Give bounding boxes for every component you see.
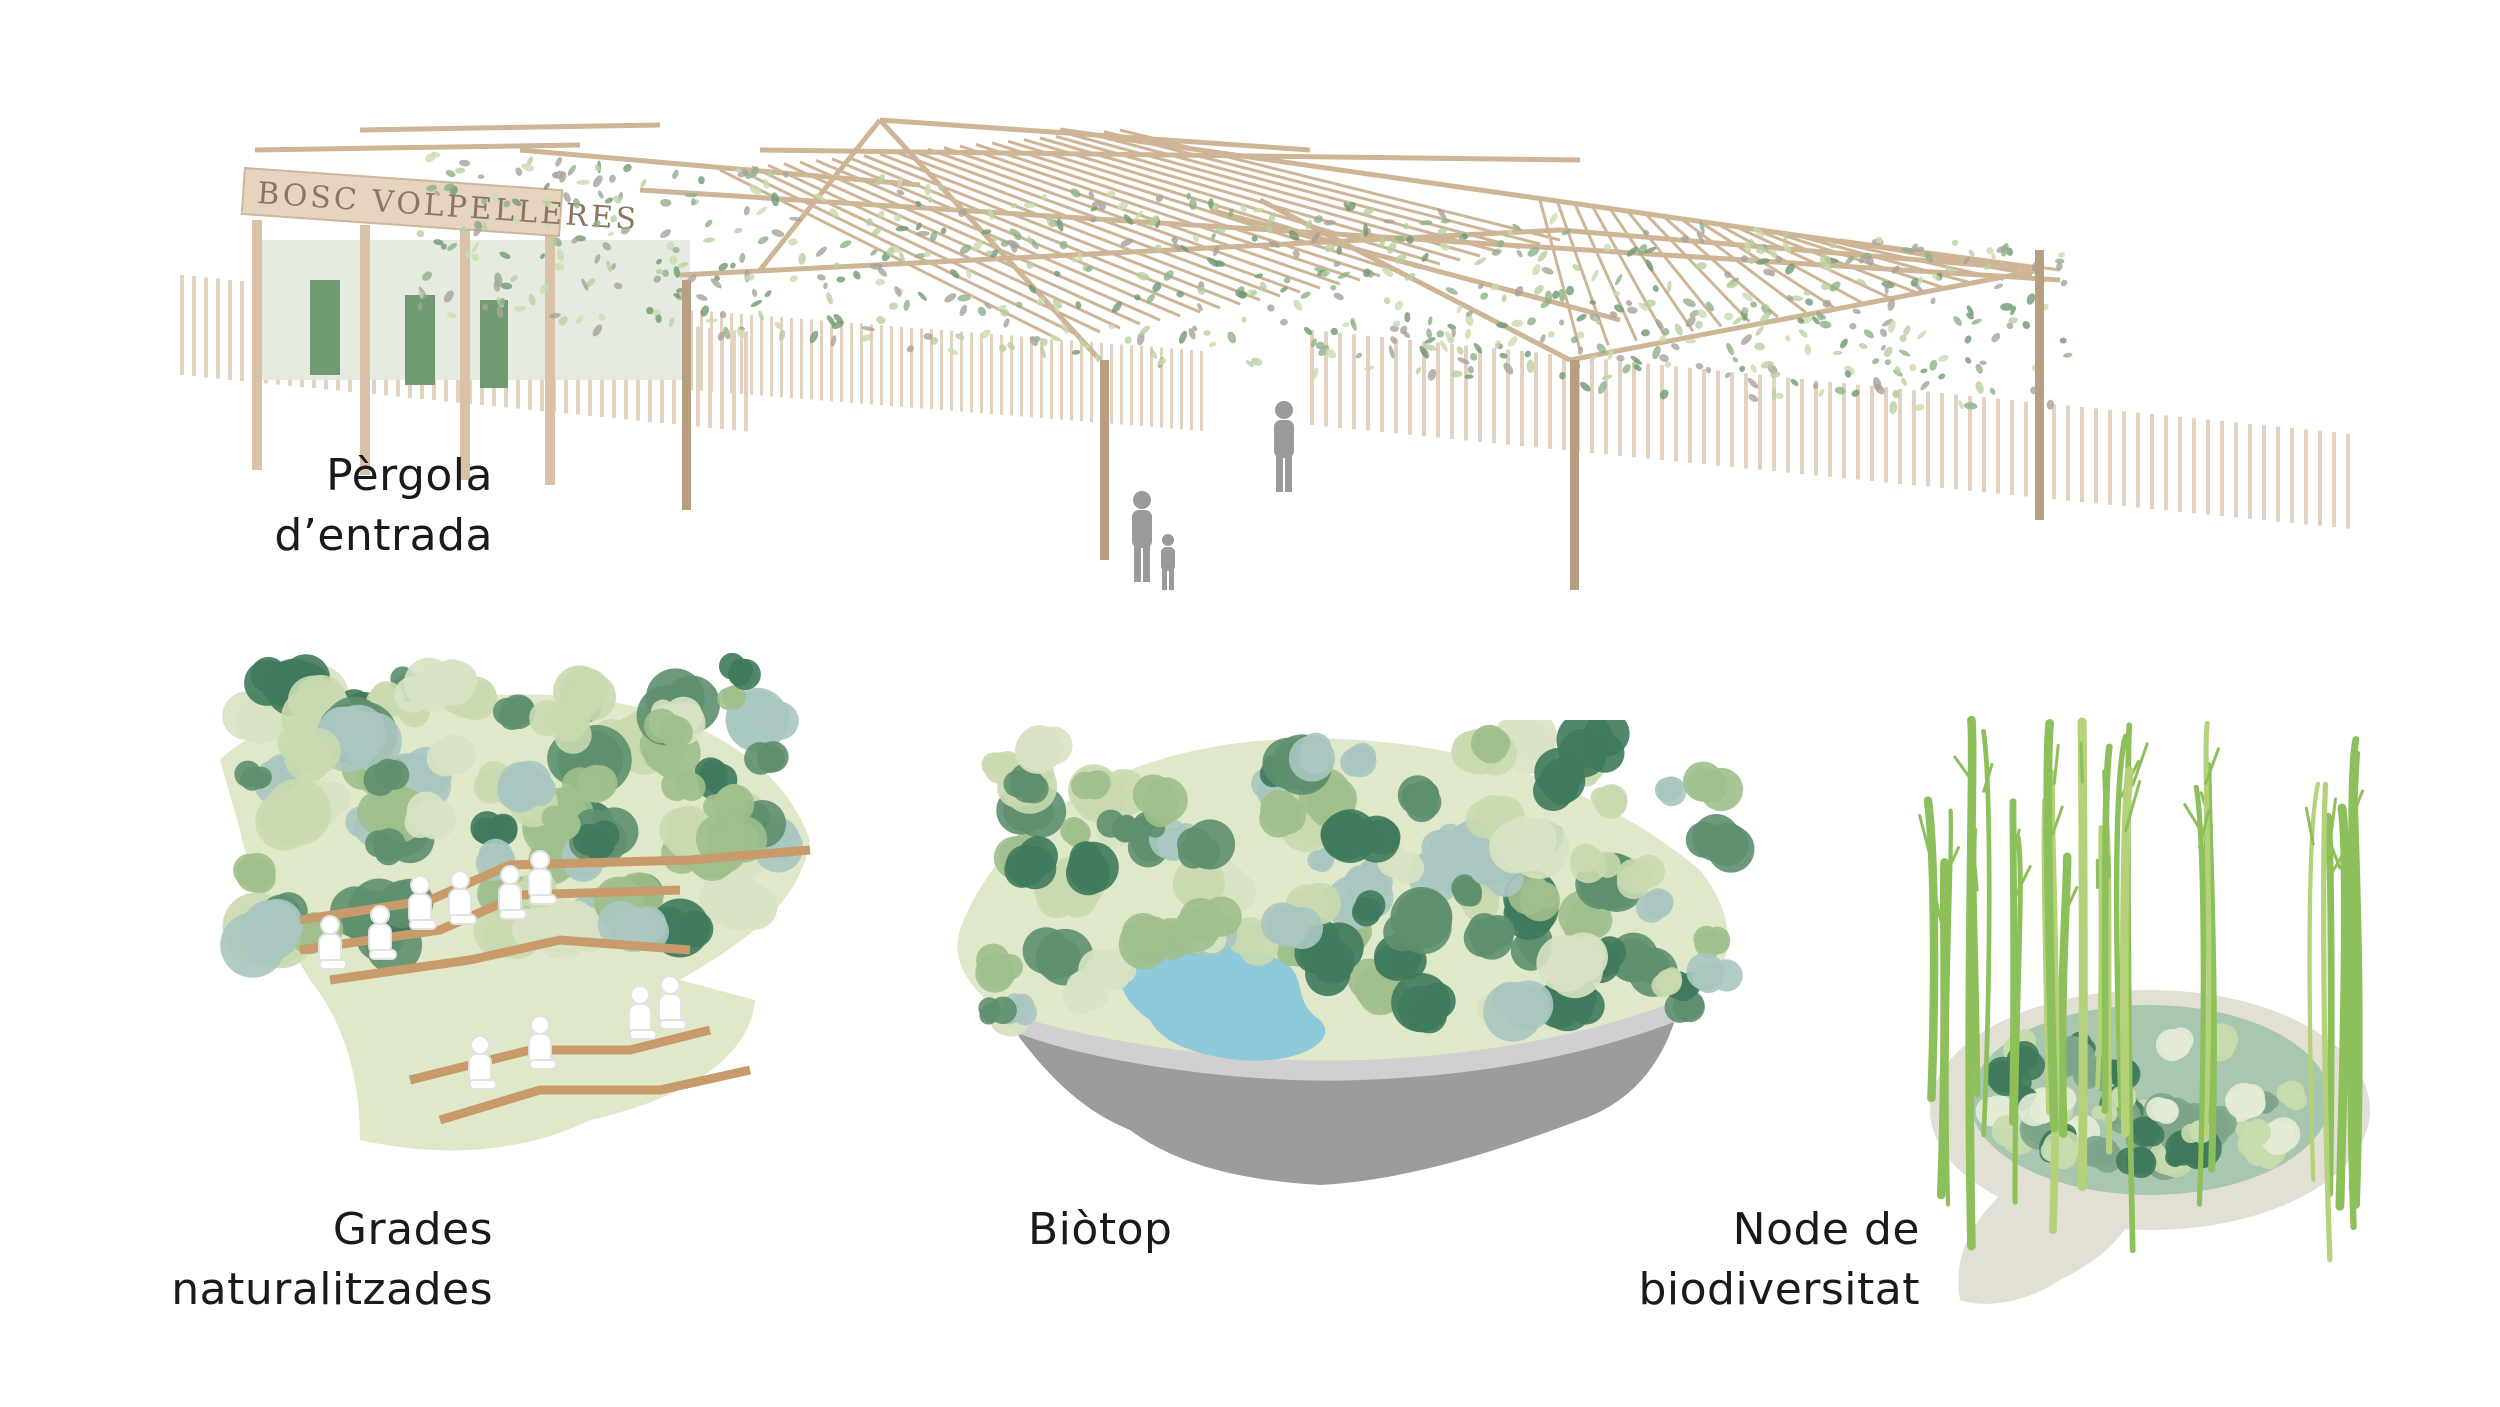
pergola-roof bbox=[254, 117, 2061, 363]
pergola-illustration: BOSC VOLPELLERES bbox=[180, 117, 2350, 590]
fence-right bbox=[690, 310, 2350, 529]
entrance-door bbox=[480, 300, 508, 388]
label-pergola-line1: Pèrgola bbox=[326, 450, 493, 501]
biotop-pond bbox=[1119, 940, 1326, 1061]
label-grades-line1: Grades bbox=[332, 1204, 493, 1255]
person-adult bbox=[1132, 491, 1152, 582]
label-node-line1: Node de bbox=[1732, 1204, 1920, 1255]
label-biotop-line1: Biòtop bbox=[1028, 1204, 1173, 1255]
pergola-posts bbox=[682, 250, 2044, 590]
label-biotop: Biòtop bbox=[1028, 1200, 1328, 1260]
node-illustration bbox=[1918, 715, 2370, 1304]
label-node: Node de biodiversitat bbox=[1560, 1200, 1920, 1320]
node-trees bbox=[1918, 715, 2365, 1263]
grades-illustration bbox=[220, 652, 811, 1151]
label-node-line2: biodiversitat bbox=[1638, 1264, 1920, 1315]
label-grades: Grades naturalitzades bbox=[140, 1200, 493, 1320]
bosc-volpelleres-sign: BOSC VOLPELLERES bbox=[240, 166, 640, 238]
biotop-vegetation bbox=[975, 720, 1755, 1042]
biotop-soil-band bbox=[1000, 1000, 1680, 1081]
person-adult bbox=[1274, 401, 1294, 492]
person-child bbox=[1161, 534, 1175, 590]
seated-people bbox=[318, 850, 687, 1090]
entrance-door bbox=[310, 280, 340, 375]
entrance-posts bbox=[252, 220, 555, 485]
label-pergola: Pèrgola d’entrada bbox=[160, 446, 493, 566]
label-pergola-line2: d’entrada bbox=[274, 510, 493, 561]
label-grades-line2: naturalitzades bbox=[171, 1264, 493, 1315]
people-silhouettes bbox=[1132, 401, 1294, 590]
biotop-illustration bbox=[957, 720, 1755, 1185]
